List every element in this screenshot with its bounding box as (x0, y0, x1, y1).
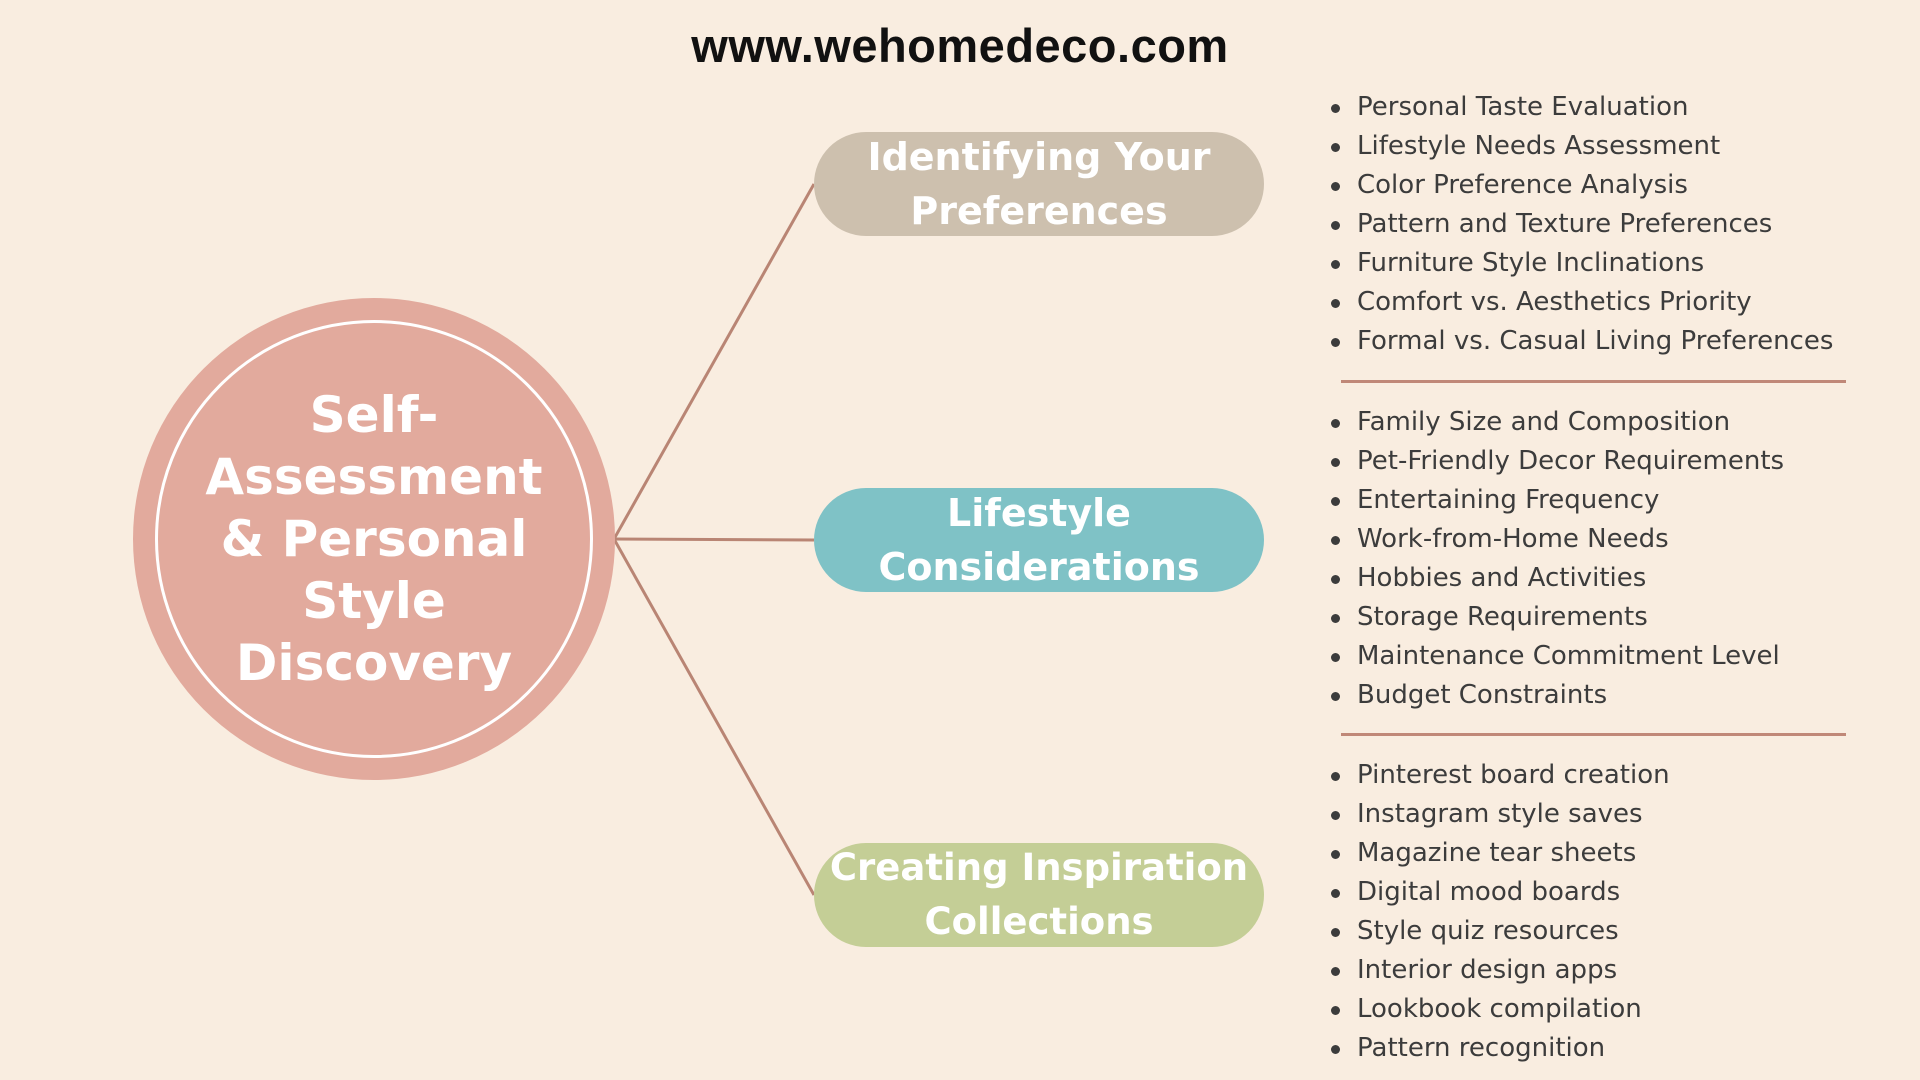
list-item-text: Digital mood boards (1357, 877, 1621, 907)
bullet-icon (1331, 182, 1340, 191)
list-item-text: Hobbies and Activities (1357, 563, 1647, 593)
connector-line-inspiration (612, 538, 816, 896)
bullet-icon (1331, 811, 1340, 820)
list-item-text: Interior design apps (1357, 955, 1618, 985)
list-item: Digital mood boards (1331, 873, 1670, 912)
list-item: Pet-Friendly Decor Requirements (1331, 442, 1784, 481)
bullet-icon (1331, 299, 1340, 308)
list-item: Maintenance Commitment Level (1331, 637, 1784, 676)
bullet-icon (1331, 653, 1340, 662)
list-item: Personal Taste Evaluation (1331, 88, 1833, 127)
bullet-icon (1331, 692, 1340, 701)
list-item-text: Pet-Friendly Decor Requirements (1357, 446, 1785, 476)
lifestyle-item-list: Family Size and Composition Pet-Friendly… (1331, 403, 1784, 715)
branch-label: Creating Inspiration Collections (829, 846, 1249, 943)
list-item: Hobbies and Activities (1331, 559, 1784, 598)
list-item: Color Preference Analysis (1331, 166, 1833, 205)
bullet-icon (1331, 260, 1340, 269)
list-item-text: Lifestyle Needs Assessment (1357, 131, 1721, 161)
bullet-icon (1331, 104, 1340, 113)
list-item-text: Pinterest board creation (1357, 760, 1670, 790)
bullet-icon (1331, 419, 1340, 428)
bullet-icon (1331, 928, 1340, 937)
list-item: Formal vs. Casual Living Preferences (1331, 322, 1833, 361)
bullet-icon (1331, 143, 1340, 152)
bullet-icon (1331, 614, 1340, 623)
site-url: www.wehomedeco.com (691, 19, 1229, 72)
list-item-text: Personal Taste Evaluation (1357, 92, 1689, 122)
list-item-text: Budget Constraints (1357, 680, 1608, 710)
bullet-icon (1331, 575, 1340, 584)
list-item: Instagram style saves (1331, 795, 1670, 834)
list-item: Lookbook compilation (1331, 990, 1670, 1029)
list-item: Storage Requirements (1331, 598, 1784, 637)
bullet-icon (1331, 458, 1340, 467)
list-item-text: Entertaining Frequency (1357, 485, 1660, 515)
branch-lifestyle-considerations: Lifestyle Considerations (814, 488, 1264, 592)
bullet-icon (1331, 338, 1340, 347)
list-item: Comfort vs. Aesthetics Priority (1331, 283, 1833, 322)
list-item: Pattern recognition (1331, 1029, 1670, 1068)
list-item: Pinterest board creation (1331, 756, 1670, 795)
list-item: Magazine tear sheets (1331, 834, 1670, 873)
list-item-text: Lookbook compilation (1357, 994, 1642, 1024)
preferences-item-list: Personal Taste Evaluation Lifestyle Need… (1331, 88, 1833, 361)
bullet-icon (1331, 497, 1340, 506)
list-item-text: Comfort vs. Aesthetics Priority (1357, 287, 1752, 317)
center-node-ring: Self-Assessment & Personal Style Discove… (155, 320, 593, 758)
bullet-icon (1331, 1045, 1340, 1054)
list-item-text: Family Size and Composition (1357, 407, 1731, 437)
list-item: Work-from-Home Needs (1331, 520, 1784, 559)
bullet-icon (1331, 850, 1340, 859)
list-item-text: Work-from-Home Needs (1357, 524, 1669, 554)
section-divider (1341, 733, 1846, 736)
list-item: Family Size and Composition (1331, 403, 1784, 442)
section-divider (1341, 380, 1846, 383)
list-item-text: Storage Requirements (1357, 602, 1648, 632)
branch-label: Lifestyle Considerations (878, 491, 1200, 589)
list-item-text: Pattern recognition (1357, 1033, 1606, 1063)
list-item: Style quiz resources (1331, 912, 1670, 951)
list-item-text: Color Preference Analysis (1357, 170, 1688, 200)
bullet-icon (1331, 221, 1340, 230)
branch-identifying-preferences: Identifying Your Preferences (814, 132, 1264, 236)
list-item-text: Magazine tear sheets (1357, 838, 1637, 868)
list-item-text: Maintenance Commitment Level (1357, 641, 1780, 671)
list-item: Pattern and Texture Preferences (1331, 205, 1833, 244)
list-item-text: Pattern and Texture Preferences (1357, 209, 1773, 239)
list-item-text: Furniture Style Inclinations (1357, 248, 1705, 278)
list-item-text: Formal vs. Casual Living Preferences (1357, 326, 1834, 356)
bullet-icon (1331, 536, 1340, 545)
branch-inspiration-collections: Creating Inspiration Collections (814, 843, 1264, 947)
bullet-icon (1331, 967, 1340, 976)
branch-label: Identifying Your Preferences (867, 135, 1211, 233)
connector-line-preferences (612, 183, 816, 540)
list-item: Furniture Style Inclinations (1331, 244, 1833, 283)
connector-line-lifestyle (613, 537, 815, 542)
bullet-icon (1331, 889, 1340, 898)
inspiration-item-list: Pinterest board creation Instagram style… (1331, 756, 1670, 1068)
bullet-icon (1331, 772, 1340, 781)
list-item-text: Instagram style saves (1357, 799, 1643, 829)
list-item: Budget Constraints (1331, 676, 1784, 715)
center-node-title: Self-Assessment & Personal Style Discove… (205, 386, 543, 692)
list-item: Entertaining Frequency (1331, 481, 1784, 520)
list-item-text: Style quiz resources (1357, 916, 1619, 946)
center-node: Self-Assessment & Personal Style Discove… (133, 298, 615, 780)
bullet-icon (1331, 1006, 1340, 1015)
list-item: Interior design apps (1331, 951, 1670, 990)
list-item: Lifestyle Needs Assessment (1331, 127, 1833, 166)
